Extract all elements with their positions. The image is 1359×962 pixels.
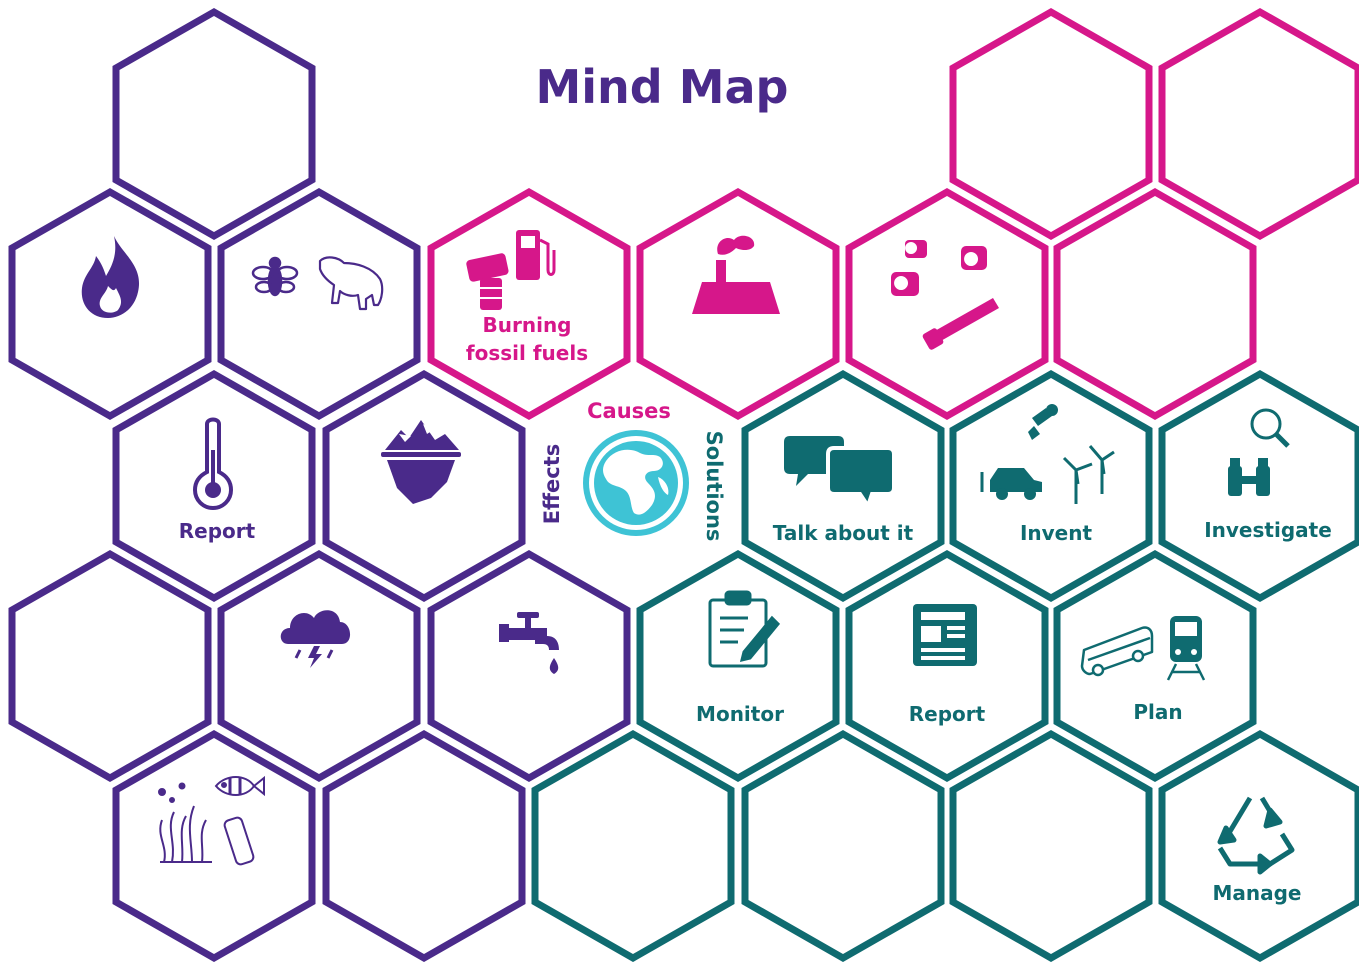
factory-icon xyxy=(692,235,780,314)
solutions-hex-plan[interactable] xyxy=(1057,554,1253,778)
clipboard-icon xyxy=(708,590,781,668)
investigate-label: Investigate xyxy=(1204,518,1332,542)
dripping-tap-icon xyxy=(499,612,559,674)
causes-hex-empty[interactable] xyxy=(953,12,1149,236)
wind-turbine-icon xyxy=(1062,445,1115,504)
tree-stumps-icon xyxy=(891,240,987,296)
solutions-label: Solutions xyxy=(702,431,726,542)
causes-label: Causes xyxy=(587,399,671,423)
effects-hex-ocean[interactable] xyxy=(116,734,312,958)
solutions-report-label: Report xyxy=(909,702,986,726)
invent-label: Invent xyxy=(1020,521,1093,545)
effects-report-label: Report xyxy=(179,519,256,543)
train-icon xyxy=(1166,616,1206,681)
effects-hex-water[interactable] xyxy=(431,554,627,778)
binoculars-icon xyxy=(1228,458,1270,496)
fuel-pump-icon xyxy=(516,230,556,280)
bee-icon xyxy=(251,256,299,297)
solutions-hex-manage[interactable] xyxy=(1162,734,1358,958)
plan-label: Plan xyxy=(1133,700,1182,724)
ocean-plastic-icon xyxy=(158,775,265,866)
solutions-hex-empty[interactable] xyxy=(535,734,731,958)
causes-hex-empty[interactable] xyxy=(1162,12,1358,236)
causes-hex-fossil-fuels[interactable] xyxy=(431,192,627,416)
effects-hex-empty[interactable] xyxy=(116,12,312,236)
thermometer-icon xyxy=(192,417,234,511)
newspaper-icon xyxy=(913,604,977,666)
recycle-icon xyxy=(1217,796,1295,875)
fossil-fuels-label-line2: fossil fuels xyxy=(466,341,588,365)
speech-bubbles-icon xyxy=(784,436,896,511)
effects-hex-empty[interactable] xyxy=(326,734,522,958)
magnifier-icon xyxy=(1250,408,1290,448)
effects-label: Effects xyxy=(540,444,564,525)
storm-cloud-icon xyxy=(280,610,351,668)
causes-hex-deforestation[interactable] xyxy=(849,192,1045,416)
saw-icon xyxy=(922,298,999,350)
oil-barrel-icon xyxy=(466,253,509,310)
manage-label: Manage xyxy=(1212,881,1301,905)
light-bulb-icon xyxy=(1028,404,1058,440)
fire-icon xyxy=(81,236,140,318)
solutions-hex-empty[interactable] xyxy=(953,734,1149,958)
globe-icon xyxy=(583,430,689,536)
bus-icon xyxy=(1080,626,1154,677)
monitor-label: Monitor xyxy=(696,702,784,726)
fossil-fuels-label-line1: Burning xyxy=(483,313,572,337)
center-hub: Causes Effects Solutions xyxy=(540,399,726,541)
electric-car-icon xyxy=(980,468,1042,500)
effects-hex-storm[interactable] xyxy=(221,554,417,778)
causes-hex-empty[interactable] xyxy=(1057,192,1253,416)
melting-iceberg-icon xyxy=(381,420,461,504)
page-title: Mind Map xyxy=(536,60,789,114)
effects-hex-wildlife[interactable] xyxy=(221,192,417,416)
polar-bear-icon xyxy=(318,256,384,311)
talk-label: Talk about it xyxy=(773,521,914,545)
solutions-hex-empty[interactable] xyxy=(745,734,941,958)
effects-hex-empty[interactable] xyxy=(12,554,208,778)
